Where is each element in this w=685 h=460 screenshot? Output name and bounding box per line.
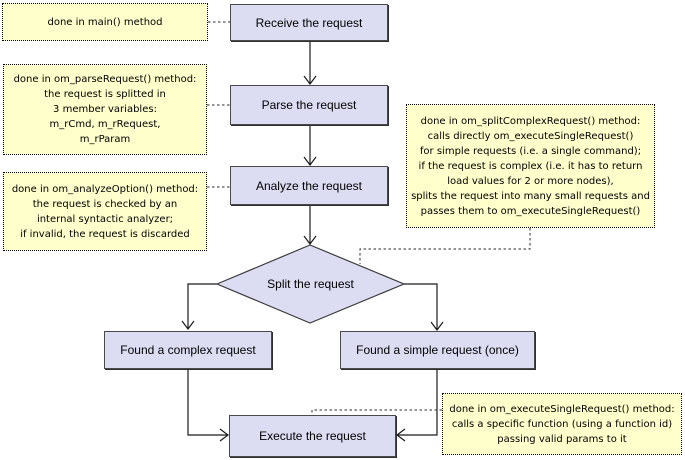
arrow-complex-to-execute (187, 369, 229, 442)
note-parse-method: done in om_parseRequest() method: the re… (3, 64, 207, 155)
note-main-method-text: done in main() method (47, 16, 163, 28)
note-connector-split (359, 228, 531, 264)
note-execute-method-text: done in om_executeSingleRequest() method… (449, 403, 675, 445)
arrow-split-to-simple (404, 283, 444, 331)
note-parse-method-text: done in om_parseRequest() method: the re… (13, 74, 197, 145)
note-analyze-method-text: done in om_analyzeOption() method: the r… (11, 183, 199, 240)
note-main-method: done in main() method (2, 3, 208, 41)
note-execute-method: done in om_executeSingleRequest() method… (442, 393, 682, 455)
arrow-parse-to-analyze (303, 125, 317, 166)
node-found-complex-request: Found a complex request (104, 331, 272, 369)
arrow-receive-to-parse (303, 41, 317, 85)
note-analyze-method: done in om_analyzeOption() method: the r… (3, 172, 207, 251)
arrow-analyze-to-split (303, 205, 317, 245)
node-found-simple-request: Found a simple request (once) (340, 331, 535, 369)
node-parse-request: Parse the request (230, 85, 388, 125)
note-connector-execute (311, 409, 442, 415)
note-split-method-text: done in om_splitComplexRequest() method:… (411, 115, 650, 217)
arrow-split-to-complex (181, 283, 217, 330)
arrow-simple-to-execute (396, 369, 438, 442)
node-execute-request: Execute the request (229, 415, 396, 457)
node-split-request-label: Split the request (267, 277, 354, 291)
node-analyze-request: Analyze the request (230, 166, 388, 205)
node-receive-request: Receive the request (230, 4, 388, 41)
note-split-method: done in om_splitComplexRequest() method:… (406, 104, 655, 228)
